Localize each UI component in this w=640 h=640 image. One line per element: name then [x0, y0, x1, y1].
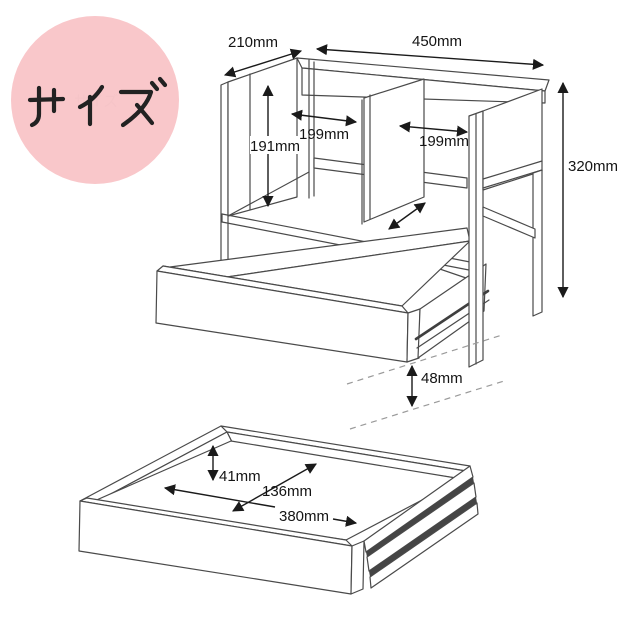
size-badge-text-glyphs: [27, 76, 168, 128]
clearance-dashed-lines: [346, 334, 505, 430]
size-badge: サイズ: [11, 16, 179, 184]
dim-label-inner-depth: 136mm: [262, 483, 312, 500]
dimension-labels: 210mm 450mm 199mm 199mm 191mm 320mm 48mm…: [219, 33, 618, 525]
size-badge-circle: [11, 16, 179, 184]
dim-arrow-depth-210: [223, 48, 303, 78]
size-badge-label: サイズ: [74, 93, 119, 110]
dim-label-width: 450mm: [412, 33, 462, 50]
unit-line-drawing: [155, 57, 550, 368]
dimension-arrows: [163, 44, 569, 527]
dim-label-compartment-height: 191mm: [250, 138, 300, 155]
drawer-slide-direction-arrow: [388, 202, 426, 230]
dim-label-191-backplate: [250, 136, 299, 154]
dim-arrow-inner-width-380-left: [163, 484, 276, 508]
dim-label-right-compartment: 199mm: [419, 133, 469, 150]
dim-arrow-left-compartment-199: [290, 109, 358, 127]
dim-label-overall-height: 320mm: [568, 158, 618, 175]
dim-arrow-right-compartment-199: [398, 121, 469, 137]
dim-label-left-compartment: 199mm: [299, 126, 349, 143]
dim-label-depth: 210mm: [228, 34, 278, 51]
dim-label-inner-height: 41mm: [219, 468, 261, 485]
dim-arrow-inner-depth-136: [232, 463, 317, 512]
dim-arrow-inner-width-380-right: [332, 515, 358, 527]
dim-arrow-width-450: [315, 44, 545, 70]
dim-label-inner-width: 380mm: [279, 508, 329, 525]
dim-label-clearance: 48mm: [421, 370, 463, 387]
drawer-line-drawing: [78, 425, 479, 595]
